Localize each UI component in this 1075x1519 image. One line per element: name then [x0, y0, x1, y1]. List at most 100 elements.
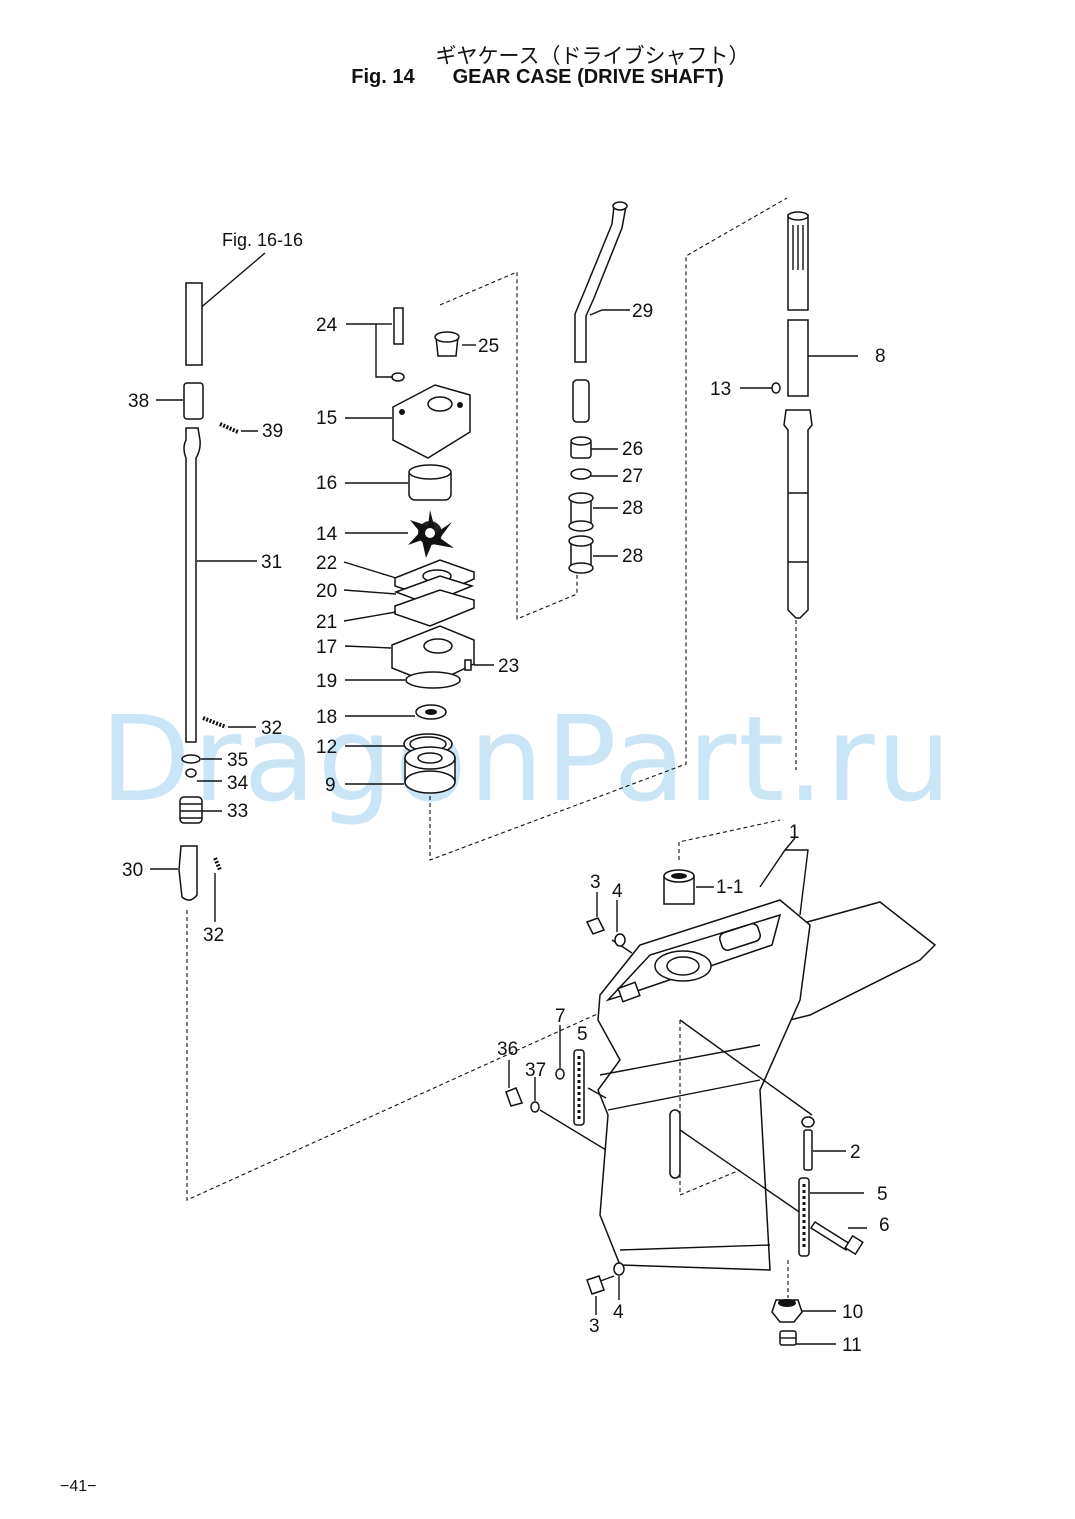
callout-labels: 1 1-1 2 3 3 4 4 5 5 6 7 8 9 10 11 12 13 … [122, 301, 890, 1356]
water-tube-29 [574, 205, 627, 363]
callout-32-lower: 32 [203, 925, 224, 946]
reference-leader [197, 252, 266, 311]
needle-bearing-1-1 [663, 869, 695, 905]
callout-35: 35 [227, 750, 248, 771]
shift-rod-assembly: Fig. 16-16 [150, 230, 607, 1201]
guide-28-lower [568, 535, 594, 574]
callout-28-upper: 28 [622, 498, 643, 519]
pump-case-15 [392, 384, 471, 459]
callout-7: 7 [555, 1006, 566, 1027]
figure-title: Fig. 14 GEAR CASE (DRIVE SHAFT) [0, 66, 1075, 89]
callout-33: 33 [227, 801, 248, 822]
callout-15: 15 [316, 408, 337, 429]
pin-32-upper [202, 716, 227, 729]
o-ring-35 [181, 754, 201, 764]
bolt-24 [393, 307, 404, 345]
washer-24 [391, 372, 405, 382]
bearing-9 [404, 746, 456, 794]
reference-label: Fig. 16-16 [222, 230, 303, 250]
callout-39: 39 [262, 421, 283, 442]
bolt-36 [505, 1087, 524, 1107]
pump-housing-17 [391, 625, 475, 685]
shift-rod-alignment-line [186, 910, 607, 1201]
callout-10: 10 [842, 1302, 863, 1323]
figure-title-text: GEAR CASE (DRIVE SHAFT) [452, 66, 724, 88]
impeller-14 [408, 510, 454, 558]
callout-23: 23 [498, 656, 519, 677]
shift-rod [183, 427, 201, 743]
callout-8: 8 [875, 346, 886, 367]
callout-13: 13 [710, 379, 731, 400]
upper-shift-rod [185, 282, 203, 366]
callout-24: 24 [316, 315, 338, 336]
callout-4-lower: 4 [613, 1302, 624, 1323]
callout-32-upper: 32 [261, 718, 282, 739]
pin-39 [219, 422, 239, 434]
callout-5-right: 5 [877, 1184, 888, 1205]
watermark: DragonPart.ru [100, 690, 953, 828]
guide-28-upper [568, 492, 594, 532]
callout-11: 11 [842, 1335, 862, 1356]
callout-3-lower: 3 [589, 1316, 600, 1337]
drive-shaft-assembly [740, 211, 858, 770]
o-ring-34 [185, 768, 197, 778]
seal-27 [570, 468, 592, 480]
water-intake-slot [669, 1109, 681, 1179]
callout-14: 14 [316, 524, 338, 545]
callout-3-upper: 3 [590, 872, 601, 893]
page-number: −41− [60, 1478, 97, 1495]
callout-34: 34 [227, 773, 249, 794]
callout-5-left: 5 [577, 1024, 588, 1045]
gasket-21 [394, 589, 475, 627]
water-tube-assembly [568, 201, 630, 574]
callout-4-upper: 4 [612, 881, 623, 902]
callout-38: 38 [128, 391, 149, 412]
callout-1: 1 [789, 822, 800, 843]
callout-18: 18 [316, 707, 337, 728]
callout-9: 9 [325, 775, 336, 796]
gear-case-fasteners [505, 892, 867, 1346]
callout-31: 31 [261, 552, 282, 573]
callout-30: 30 [122, 860, 143, 881]
bolt-3-lower [586, 1275, 605, 1295]
shift-cam-30 [178, 845, 198, 901]
callout-20: 20 [316, 581, 337, 602]
washer-37 [530, 1101, 540, 1113]
callout-16: 16 [316, 473, 337, 494]
figure-number: Fig. 14 [351, 66, 415, 88]
callout-2: 2 [850, 1142, 861, 1163]
pin-13 [771, 382, 781, 394]
callout-22: 22 [316, 553, 337, 574]
gear-case-housing [539, 819, 937, 1298]
washer-4-upper [614, 933, 626, 947]
callout-6: 6 [879, 1215, 890, 1236]
callout-26: 26 [622, 439, 643, 460]
shift-rod-coupler [183, 382, 204, 420]
washer-2 [801, 1116, 815, 1128]
callout-19: 19 [316, 671, 337, 692]
drive-shaft-8 [787, 319, 809, 397]
bolt-2 [803, 1129, 813, 1171]
water-tube-lower [572, 379, 590, 423]
callout-29: 29 [632, 301, 653, 322]
callout-36: 36 [497, 1039, 518, 1060]
callout-17: 17 [316, 637, 337, 658]
callout-25: 25 [478, 336, 499, 357]
bolt-3-upper [585, 917, 606, 935]
grommet-33 [179, 796, 203, 824]
water-pump-assembly [343, 197, 788, 861]
washer-4-lower [613, 1262, 625, 1276]
plug-10 [771, 1299, 803, 1323]
title-japanese: ギヤケース（ドライブシャフト） [435, 44, 750, 68]
callout-28-lower: 28 [622, 546, 643, 567]
callout-1-1: 1-1 [716, 877, 743, 898]
callout-21: 21 [316, 612, 337, 633]
callout-12: 12 [316, 737, 337, 758]
key-23 [464, 659, 472, 671]
callout-27: 27 [622, 466, 643, 487]
callout-37: 37 [525, 1060, 546, 1081]
gear-case-body [597, 899, 811, 1271]
bolt-6 [809, 1220, 852, 1252]
pin-32-lower [213, 857, 222, 871]
